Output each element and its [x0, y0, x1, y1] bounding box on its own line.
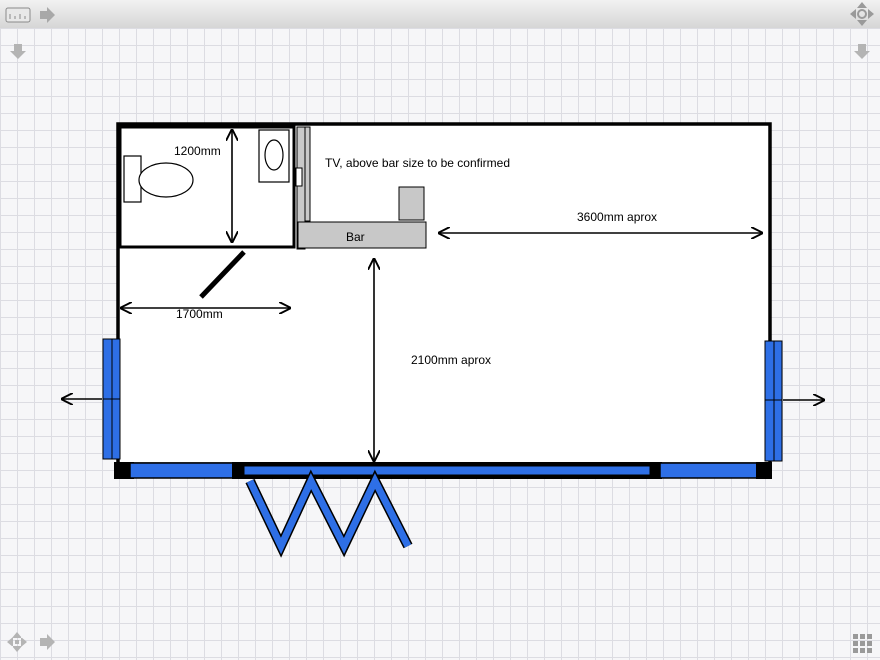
bottom-window-right[interactable]: [659, 462, 759, 479]
move-cross-icon[interactable]: [7, 632, 27, 652]
tv-note: TV, above bar size to be confirmed: [325, 156, 510, 170]
bottom-window-left[interactable]: [129, 462, 235, 479]
dimension-label-1200: 1200mm: [174, 144, 221, 158]
bar-appliance[interactable]: [398, 186, 425, 221]
toilet-door[interactable]: [199, 250, 246, 299]
arrow-down-icon[interactable]: [854, 44, 870, 59]
dimension-label-1700: 1700mm: [176, 307, 223, 321]
bar-counter[interactable]: [297, 221, 427, 249]
toilet-bowl[interactable]: [138, 162, 194, 198]
right-door-panel-inner[interactable]: [764, 340, 775, 462]
bar-label: Bar: [346, 230, 365, 244]
bifold-door-track[interactable]: [243, 465, 651, 476]
dimension-label-3600: 3600mm aprox: [577, 210, 657, 224]
arrow-right-icon[interactable]: [40, 7, 55, 23]
grid-icon[interactable]: [853, 634, 872, 653]
right-door-panel-outer[interactable]: [773, 340, 783, 462]
sink-basin[interactable]: [264, 139, 284, 171]
arrow-right-icon[interactable]: [40, 634, 55, 650]
tv-bracket[interactable]: [295, 167, 303, 187]
bifold-door-leaves[interactable]: [245, 469, 413, 558]
tv-mount[interactable]: [304, 126, 311, 222]
dimension-label-2100: 2100mm aprox: [411, 353, 491, 367]
ruler-icon[interactable]: [5, 7, 31, 23]
bottom-wall-left-corner: [114, 462, 134, 479]
arrow-down-icon[interactable]: [10, 44, 26, 59]
bottom-wall-right-corner: [756, 462, 772, 479]
navigation-pad-icon[interactable]: [850, 2, 874, 26]
